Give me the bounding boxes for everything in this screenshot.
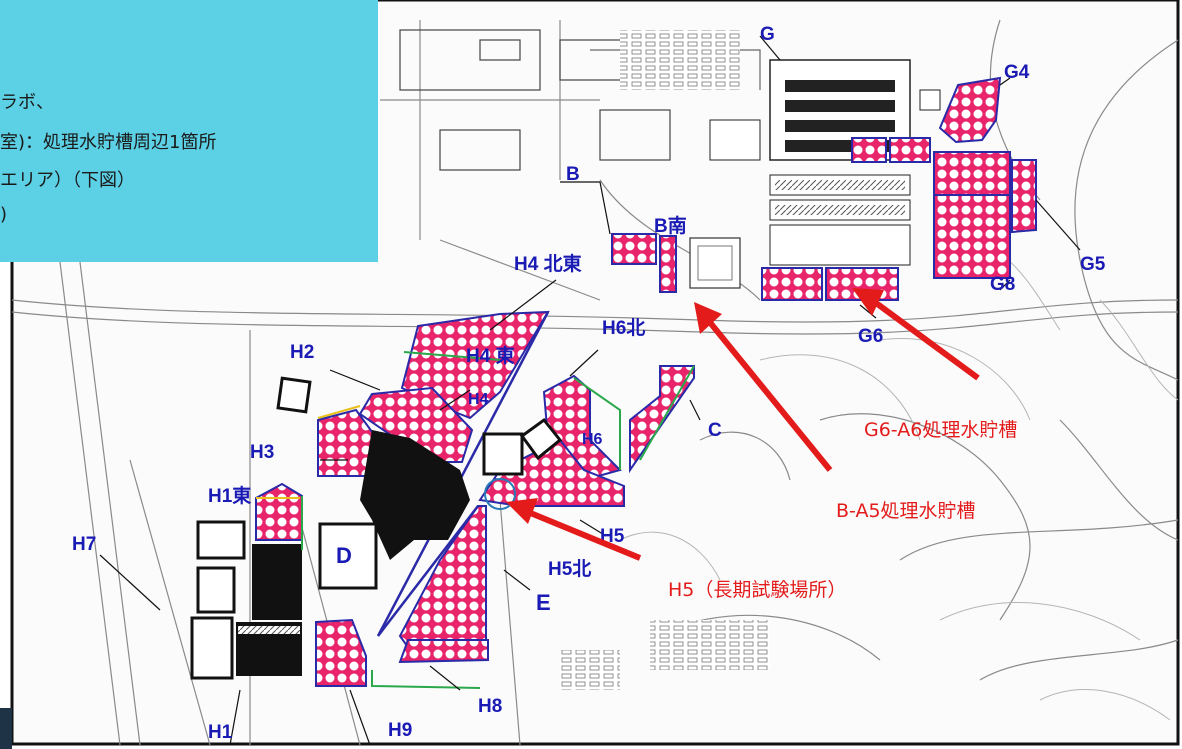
tank-area-h8 [371, 639, 489, 689]
annotation-arrows [506, 288, 980, 561]
black-buildings [360, 430, 470, 560]
label-c: C [708, 420, 722, 441]
callout-line-4: ) [0, 204, 8, 225]
label-h5-north: H5北 [548, 558, 591, 580]
label-h8: H8 [478, 696, 502, 717]
callout-line-1: ラボ、 [0, 92, 54, 113]
label-h6-north: H6北 [602, 317, 645, 339]
tank-area-h9 [315, 618, 367, 687]
corner-bar [0, 708, 12, 749]
tank-area-g5-g8 [933, 151, 1037, 279]
zone-boundaries [256, 365, 695, 550]
annotation-b-a5: B-A5処理水貯槽 [836, 500, 976, 522]
label-h4-east: H4 東 [466, 344, 515, 367]
label-h1: H1 [208, 722, 233, 743]
annotation-h5-long: H5（長期試験場所） [668, 579, 846, 601]
label-h4: H4 [468, 391, 489, 408]
label-h9: H9 [388, 720, 412, 741]
label-h6: H6 [582, 431, 603, 448]
label-g8: G8 [990, 274, 1015, 295]
d-building [318, 522, 378, 590]
label-d: D [336, 543, 352, 568]
label-g6: G6 [858, 326, 883, 347]
label-b: B [566, 164, 580, 185]
tank-area-g4 [938, 76, 1002, 144]
tank-area-h5 [478, 438, 625, 510]
label-h7: H7 [72, 534, 96, 555]
label-h2: H2 [290, 342, 314, 363]
tank-area-g-small [851, 137, 931, 163]
h1-buildings [190, 520, 246, 680]
label-h4-northeast: H4 北東 [514, 252, 582, 275]
central-building-2 [519, 417, 563, 461]
label-b-south: B南 [654, 215, 687, 237]
leader-lines [99, 35, 1081, 746]
label-e: E [536, 590, 551, 615]
g-complex [709, 59, 941, 266]
central-building [482, 432, 524, 476]
h2-building [276, 376, 312, 414]
callout-line-3: エリア）（下図） [0, 170, 135, 191]
diagonal-boundary [376, 311, 550, 637]
label-g4: G4 [1004, 62, 1030, 83]
area-labels: G G4 G5 G8 G6 B B南 H4 北東 H4 東 H4 H6北 H6 … [72, 24, 1106, 743]
b-south-building-inner [697, 245, 733, 281]
callout-line-2: 室)：処理水貯槽周辺1箇所 [0, 132, 217, 153]
h1-block [236, 544, 302, 676]
annotation-texts: G6-A6処理水貯槽 B-A5処理水貯槽 H5（長期試験場所） [668, 419, 1017, 601]
label-h3: H3 [250, 442, 274, 463]
h5-long-test-marker [484, 478, 516, 510]
label-g: G [760, 24, 775, 45]
annotation-g6-a6: G6-A6処理水貯槽 [864, 419, 1017, 441]
label-h1-east: H1東 [208, 484, 251, 507]
background-linework [11, 19, 1179, 746]
callout-box: ラボ、 室)：処理水貯槽周辺1箇所 エリア）（下図） ) [0, 0, 378, 262]
tank-area-b [611, 233, 677, 293]
tank-area-g6 [761, 267, 899, 301]
label-g5: G5 [1080, 254, 1106, 275]
parking-rows [560, 30, 770, 690]
contour-lines [619, 239, 1179, 721]
